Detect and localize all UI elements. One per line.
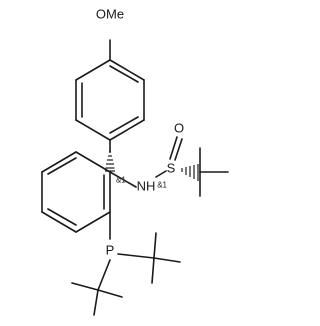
bond	[75, 211, 111, 233]
bond-nh-to-sulfur	[155, 170, 167, 178]
tert-butyl-group-bottom	[71, 259, 123, 316]
double-bond-s-o	[169, 136, 178, 160]
bond	[97, 289, 123, 298]
bond	[153, 232, 157, 259]
bond	[153, 257, 181, 263]
bond	[97, 259, 111, 291]
bond	[109, 119, 145, 141]
sulfur-label: S	[167, 161, 176, 176]
bond	[41, 151, 77, 173]
bond	[109, 59, 145, 81]
tert-butyl-sulfinyl-group	[199, 147, 229, 197]
bond	[71, 282, 99, 291]
bond	[75, 59, 111, 81]
chemical-structure-diagram: OMe O S &1 NH &1 P	[41, 7, 229, 316]
phenyl-ring	[41, 151, 111, 233]
double-bond-inner	[109, 116, 139, 134]
bond	[41, 211, 77, 233]
double-bond-s-o	[174, 138, 183, 161]
phosphorus-label: P	[106, 243, 115, 258]
double-bond-inner	[109, 65, 139, 83]
bond	[75, 119, 111, 141]
double-bond-inner	[47, 208, 77, 226]
oxygen-label: O	[174, 121, 184, 136]
carbon-stereo-label: &1	[116, 176, 126, 185]
nh-label: NH	[137, 179, 156, 194]
methoxy-label: OMe	[96, 7, 124, 22]
anisyl-ring	[75, 39, 145, 141]
bond	[93, 289, 99, 316]
bond	[75, 151, 111, 173]
bond	[151, 257, 155, 284]
bond	[117, 253, 155, 259]
sulfur-stereo-label: &1	[157, 181, 167, 190]
bond-stereocenter-to-nh	[109, 171, 137, 188]
hashed-wedge-bond	[181, 164, 199, 181]
tert-butyl-group-right	[117, 232, 181, 284]
double-bond-inner	[47, 157, 77, 175]
hashed-wedge-bond	[105, 151, 115, 172]
